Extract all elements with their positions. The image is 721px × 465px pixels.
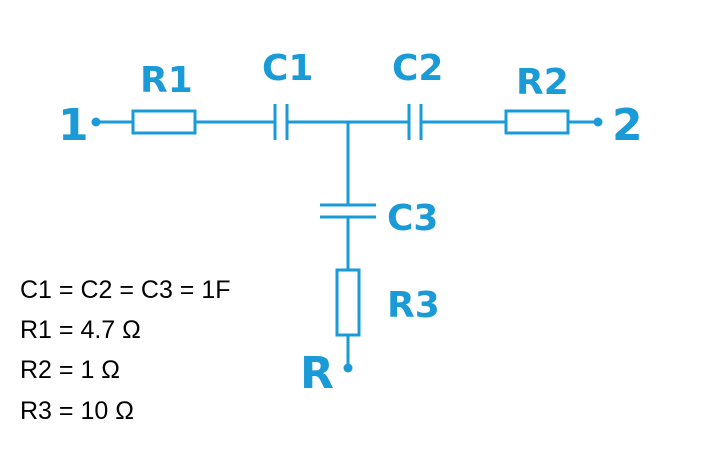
terminal-r-dot	[343, 363, 353, 373]
terminal-1-dot	[91, 117, 101, 127]
c1-label: C1	[262, 48, 313, 89]
c1-gap	[275, 104, 287, 140]
terminal-2-label: 2	[612, 100, 643, 151]
r1-label: R1	[140, 60, 193, 101]
r1-equation: R1 = 4.7 Ω	[20, 316, 141, 344]
r3-resistor	[335, 268, 361, 337]
terminal-r-label: R	[300, 348, 334, 399]
r3-label: R3	[387, 285, 440, 326]
r2-equation: R2 = 1 Ω	[20, 356, 120, 384]
r1-resistor	[131, 109, 197, 135]
terminal-2-dot	[593, 117, 603, 127]
r2-resistor	[504, 109, 570, 135]
c2-label: C2	[392, 48, 443, 89]
r3-equation: R3 = 10 Ω	[20, 397, 134, 425]
terminal-1-label: 1	[58, 100, 89, 151]
c2-gap	[409, 104, 421, 140]
capacitance-equation: C1 = C2 = C3 = 1F	[20, 276, 231, 304]
r2-label: R2	[516, 62, 569, 103]
c3-label: C3	[387, 198, 438, 239]
